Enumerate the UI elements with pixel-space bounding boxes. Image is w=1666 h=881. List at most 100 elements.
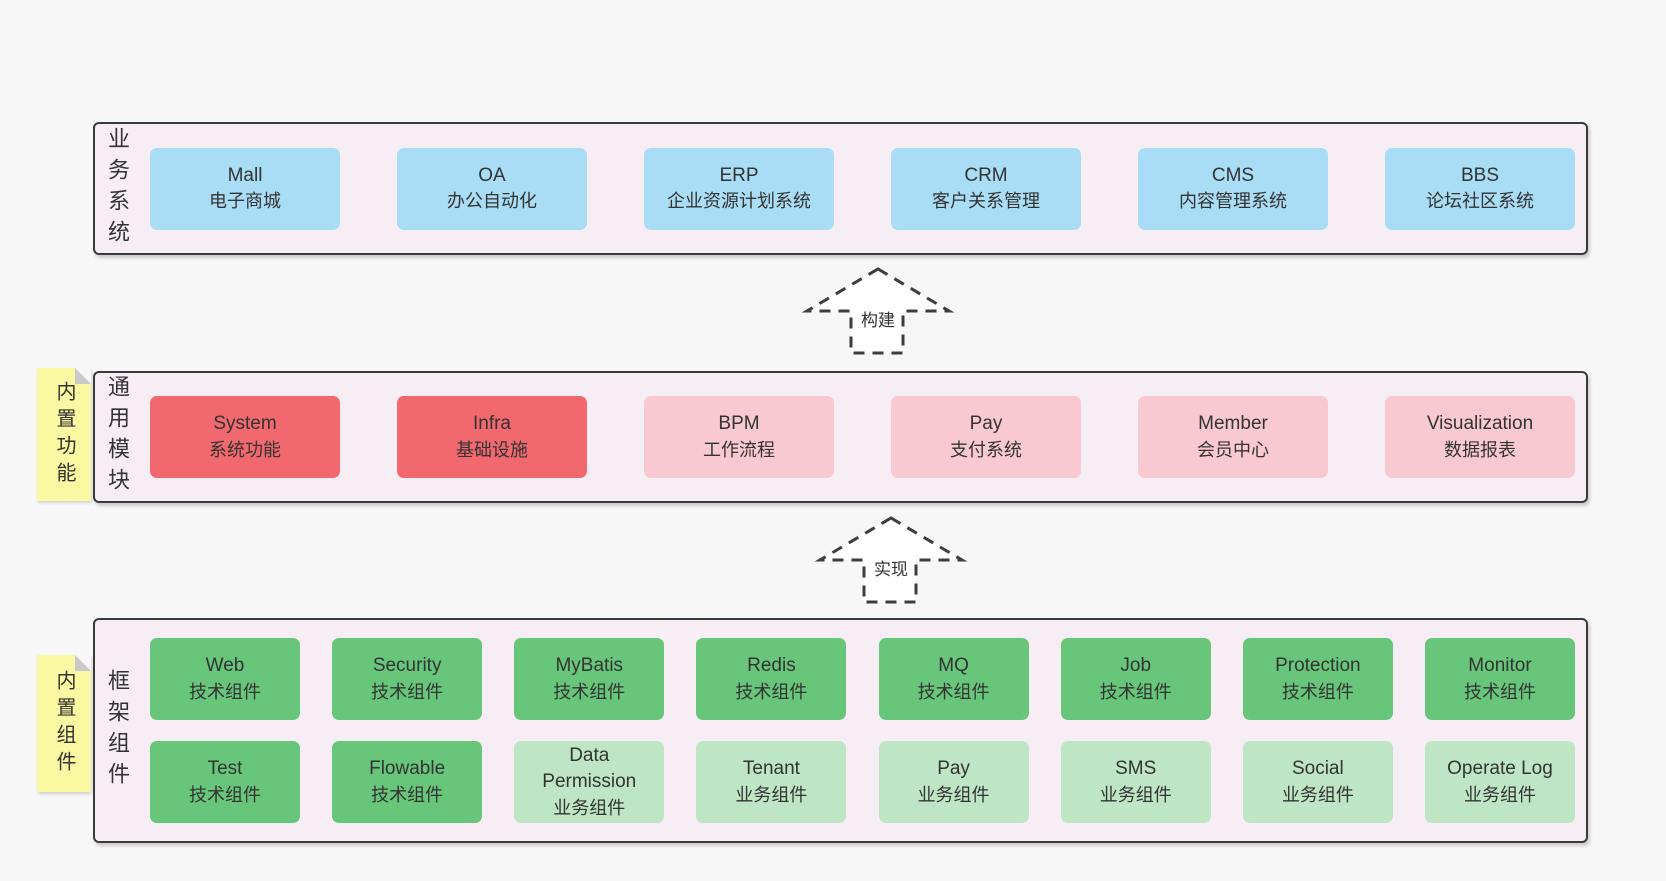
box-subtitle: 技术组件 — [735, 681, 808, 702]
box-title: Infra — [472, 413, 512, 435]
box-title: CRM — [964, 164, 1008, 186]
box-title: Pay — [969, 413, 1003, 435]
module-box-security: Security 技术组件 — [332, 638, 483, 720]
module-box-job: Job 技术组件 — [1060, 638, 1211, 720]
module-box-redis: Redis 技术组件 — [696, 638, 847, 720]
module-box-data-permission: Data Permission 业务组件 — [514, 741, 665, 823]
module-box-cms: CMS 内容管理系统 — [1138, 147, 1328, 230]
box-title: BPM — [718, 413, 760, 435]
sticky-note-label: 内置功能 — [53, 380, 75, 489]
box-title: Redis — [747, 655, 796, 677]
sticky-note-builtin-features: 内置功能 — [37, 368, 91, 501]
module-box-web: Web 技术组件 — [150, 638, 300, 720]
box-subtitle: 技术组件 — [1281, 681, 1354, 702]
box-subtitle: 业务组件 — [1281, 784, 1354, 805]
box-subtitle: 技术组件 — [553, 681, 626, 702]
module-box-visualization: Visualization 数据报表 — [1385, 396, 1575, 478]
module-box-mall: Mall 电子商城 — [150, 147, 340, 230]
box-title: Mall — [227, 164, 263, 186]
box-title: OA — [478, 164, 506, 186]
module-box-infra: Infra 基础设施 — [397, 396, 587, 478]
module-box-crm: CRM 客户关系管理 — [891, 147, 1081, 230]
common-modules-panel: 通用模块 System 系统功能 Infra 基础设施 BPM 工作流程 Pay 支付系统 Me… — [93, 371, 1588, 503]
box-subtitle: 业务组件 — [917, 784, 990, 805]
box-subtitle: 基础设施 — [456, 439, 528, 460]
box-title: Test — [207, 758, 243, 780]
module-box-tenant: Tenant 业务组件 — [696, 741, 847, 823]
module-box-sms: SMS 业务组件 — [1060, 741, 1211, 823]
module-box-pay: Pay 业务组件 — [878, 741, 1029, 823]
module-box-bpm: BPM 工作流程 — [644, 396, 834, 478]
box-title: Protection — [1275, 655, 1361, 677]
box-subtitle: 会员中心 — [1197, 439, 1269, 460]
panel-title: 通用模块 — [105, 375, 130, 499]
box-subtitle: 客户关系管理 — [932, 191, 1040, 212]
box-title: ERP — [719, 164, 759, 186]
module-box-bbs: BBS 论坛社区系统 — [1385, 147, 1575, 230]
box-subtitle: 技术组件 — [189, 681, 261, 702]
box-subtitle: 技术组件 — [1099, 681, 1172, 702]
module-box-pay: Pay 支付系统 — [891, 396, 1081, 478]
box-title: Operate Log — [1447, 758, 1553, 780]
box-title: Monitor — [1468, 655, 1532, 677]
box-grid: System 系统功能 Infra 基础设施 BPM 工作流程 Pay 支付系统 Member 会… — [150, 373, 1575, 501]
box-subtitle: 技术组件 — [189, 784, 261, 805]
box-subtitle: 技术组件 — [371, 681, 444, 702]
box-title: Social — [1291, 758, 1344, 780]
module-box-system: System 系统功能 — [150, 396, 340, 478]
box-subtitle: 技术组件 — [1463, 681, 1536, 702]
panel-title: 框架组件 — [105, 668, 130, 793]
box-title: Flowable — [369, 758, 446, 780]
sticky-note-builtin-components: 内置组件 — [37, 655, 91, 792]
box-subtitle: 办公自动化 — [447, 191, 537, 212]
box-subtitle: 业务组件 — [553, 798, 626, 818]
module-box-mq: MQ 技术组件 — [878, 638, 1029, 720]
box-title: MQ — [938, 655, 969, 677]
box-title: System — [213, 413, 277, 435]
box-subtitle: 技术组件 — [917, 681, 990, 702]
box-subtitle: 业务组件 — [735, 784, 808, 805]
box-subtitle: 系统功能 — [209, 439, 281, 460]
box-subtitle: 工作流程 — [703, 439, 775, 460]
box-subtitle: 论坛社区系统 — [1426, 191, 1534, 212]
box-title: Tenant — [742, 758, 800, 780]
module-box-monitor: Monitor 技术组件 — [1424, 638, 1575, 720]
box-title: Job — [1120, 655, 1152, 677]
box-title: Web — [205, 655, 245, 677]
box-title: CMS — [1211, 164, 1255, 186]
implement-arrow: 实现 — [814, 515, 968, 605]
module-box-member: Member 会员中心 — [1138, 396, 1328, 478]
module-box-social: Social 业务组件 — [1242, 741, 1393, 823]
arrow-label: 实现 — [871, 559, 911, 582]
box-title: Visualization — [1426, 413, 1534, 435]
box-subtitle: 业务组件 — [1463, 784, 1536, 805]
box-subtitle: 技术组件 — [371, 784, 444, 805]
build-arrow: 构建 — [801, 266, 955, 356]
module-box-operate-log: Operate Log 业务组件 — [1424, 741, 1575, 823]
module-box-flowable: Flowable 技术组件 — [332, 741, 483, 823]
box-title: SMS — [1115, 758, 1157, 780]
box-title: Member — [1198, 413, 1268, 435]
box-title: Security — [372, 655, 442, 677]
box-title: BBS — [1460, 164, 1500, 186]
sticky-note-label: 内置组件 — [53, 669, 75, 778]
box-subtitle: 支付系统 — [950, 439, 1022, 460]
box-title: Pay — [937, 758, 970, 780]
box-subtitle: 业务组件 — [1099, 784, 1172, 805]
box-title: Data Permission — [542, 744, 637, 793]
box-title: MyBatis — [555, 655, 624, 677]
box-subtitle: 数据报表 — [1444, 439, 1516, 460]
module-box-test: Test 技术组件 — [150, 741, 300, 823]
box-subtitle: 内容管理系统 — [1179, 191, 1287, 212]
box-subtitle: 电子商城 — [209, 191, 281, 212]
module-box-mybatis: MyBatis 技术组件 — [514, 638, 665, 720]
module-box-protection: Protection 技术组件 — [1242, 638, 1393, 720]
module-box-oa: OA 办公自动化 — [397, 147, 587, 230]
